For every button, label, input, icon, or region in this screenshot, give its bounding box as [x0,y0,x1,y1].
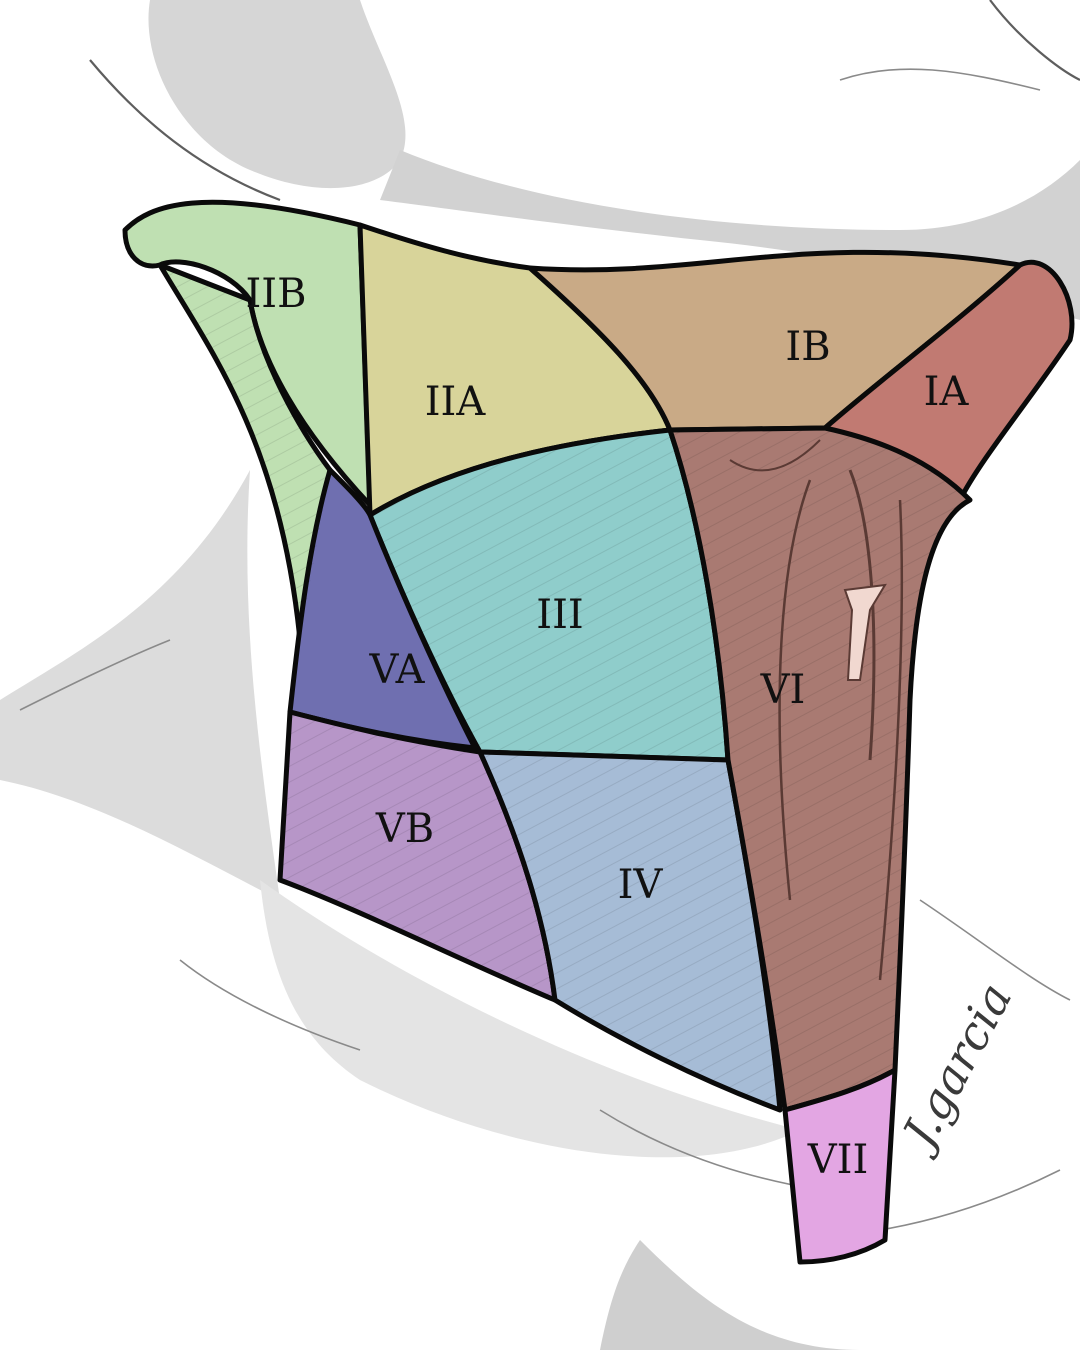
zone-labels: IIB IIA IB IA III VA VB IV VI VII [246,271,970,1183]
muscle-texture [160,265,970,1110]
jaw-shadow [380,150,1080,320]
label-VII: VII [807,1137,869,1183]
lower-neck-shadow [260,880,800,1158]
central-structures [729,439,904,981]
label-VA: VA [368,647,425,693]
label-III: III [536,592,583,638]
chest-shadow [600,1240,860,1350]
label-IB: IB [785,324,830,370]
label-VB: VB [375,806,434,852]
label-IIA: IIA [425,379,487,425]
label-IV: IV [618,862,664,908]
label-VI: VI [760,667,806,713]
neck-back-shadow [0,470,280,900]
label-IIB: IIB [246,271,307,317]
hyoid-shape [843,583,887,681]
ear-shape [148,0,406,189]
label-IA: IA [924,369,970,415]
